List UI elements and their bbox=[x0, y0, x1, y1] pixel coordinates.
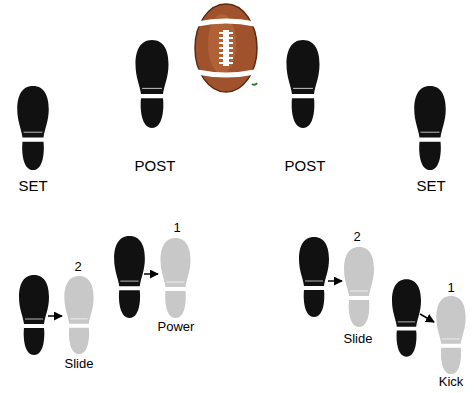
step-foot bbox=[436, 296, 465, 374]
step-arrow bbox=[328, 280, 342, 282]
step-label: 1 bbox=[173, 221, 180, 235]
position-label: SET bbox=[18, 178, 47, 195]
start-foot bbox=[19, 275, 49, 355]
football bbox=[195, 4, 257, 92]
post-foot bbox=[287, 40, 320, 128]
step-label: Kick bbox=[439, 375, 464, 389]
step-arrow bbox=[144, 273, 158, 275]
set-foot bbox=[17, 86, 49, 170]
step-label: 2 bbox=[353, 230, 360, 244]
post-foot bbox=[136, 40, 169, 128]
step-label: Slide bbox=[65, 357, 94, 371]
position-label: SET bbox=[416, 178, 445, 195]
position-label: POST bbox=[135, 158, 176, 175]
set-foot bbox=[414, 86, 446, 170]
start-foot bbox=[114, 236, 145, 318]
step-foot bbox=[161, 238, 191, 318]
position-label: POST bbox=[285, 158, 326, 175]
step-label: Power bbox=[158, 320, 195, 334]
step-label: Slide bbox=[344, 332, 373, 346]
step-arrow bbox=[420, 314, 434, 322]
step-foot bbox=[344, 247, 374, 327]
step-foot bbox=[64, 276, 93, 354]
step-arrow bbox=[48, 315, 62, 317]
start-foot bbox=[392, 279, 421, 356]
step-label: 2 bbox=[74, 260, 81, 274]
start-foot bbox=[299, 237, 329, 317]
step-label: 1 bbox=[447, 281, 454, 295]
